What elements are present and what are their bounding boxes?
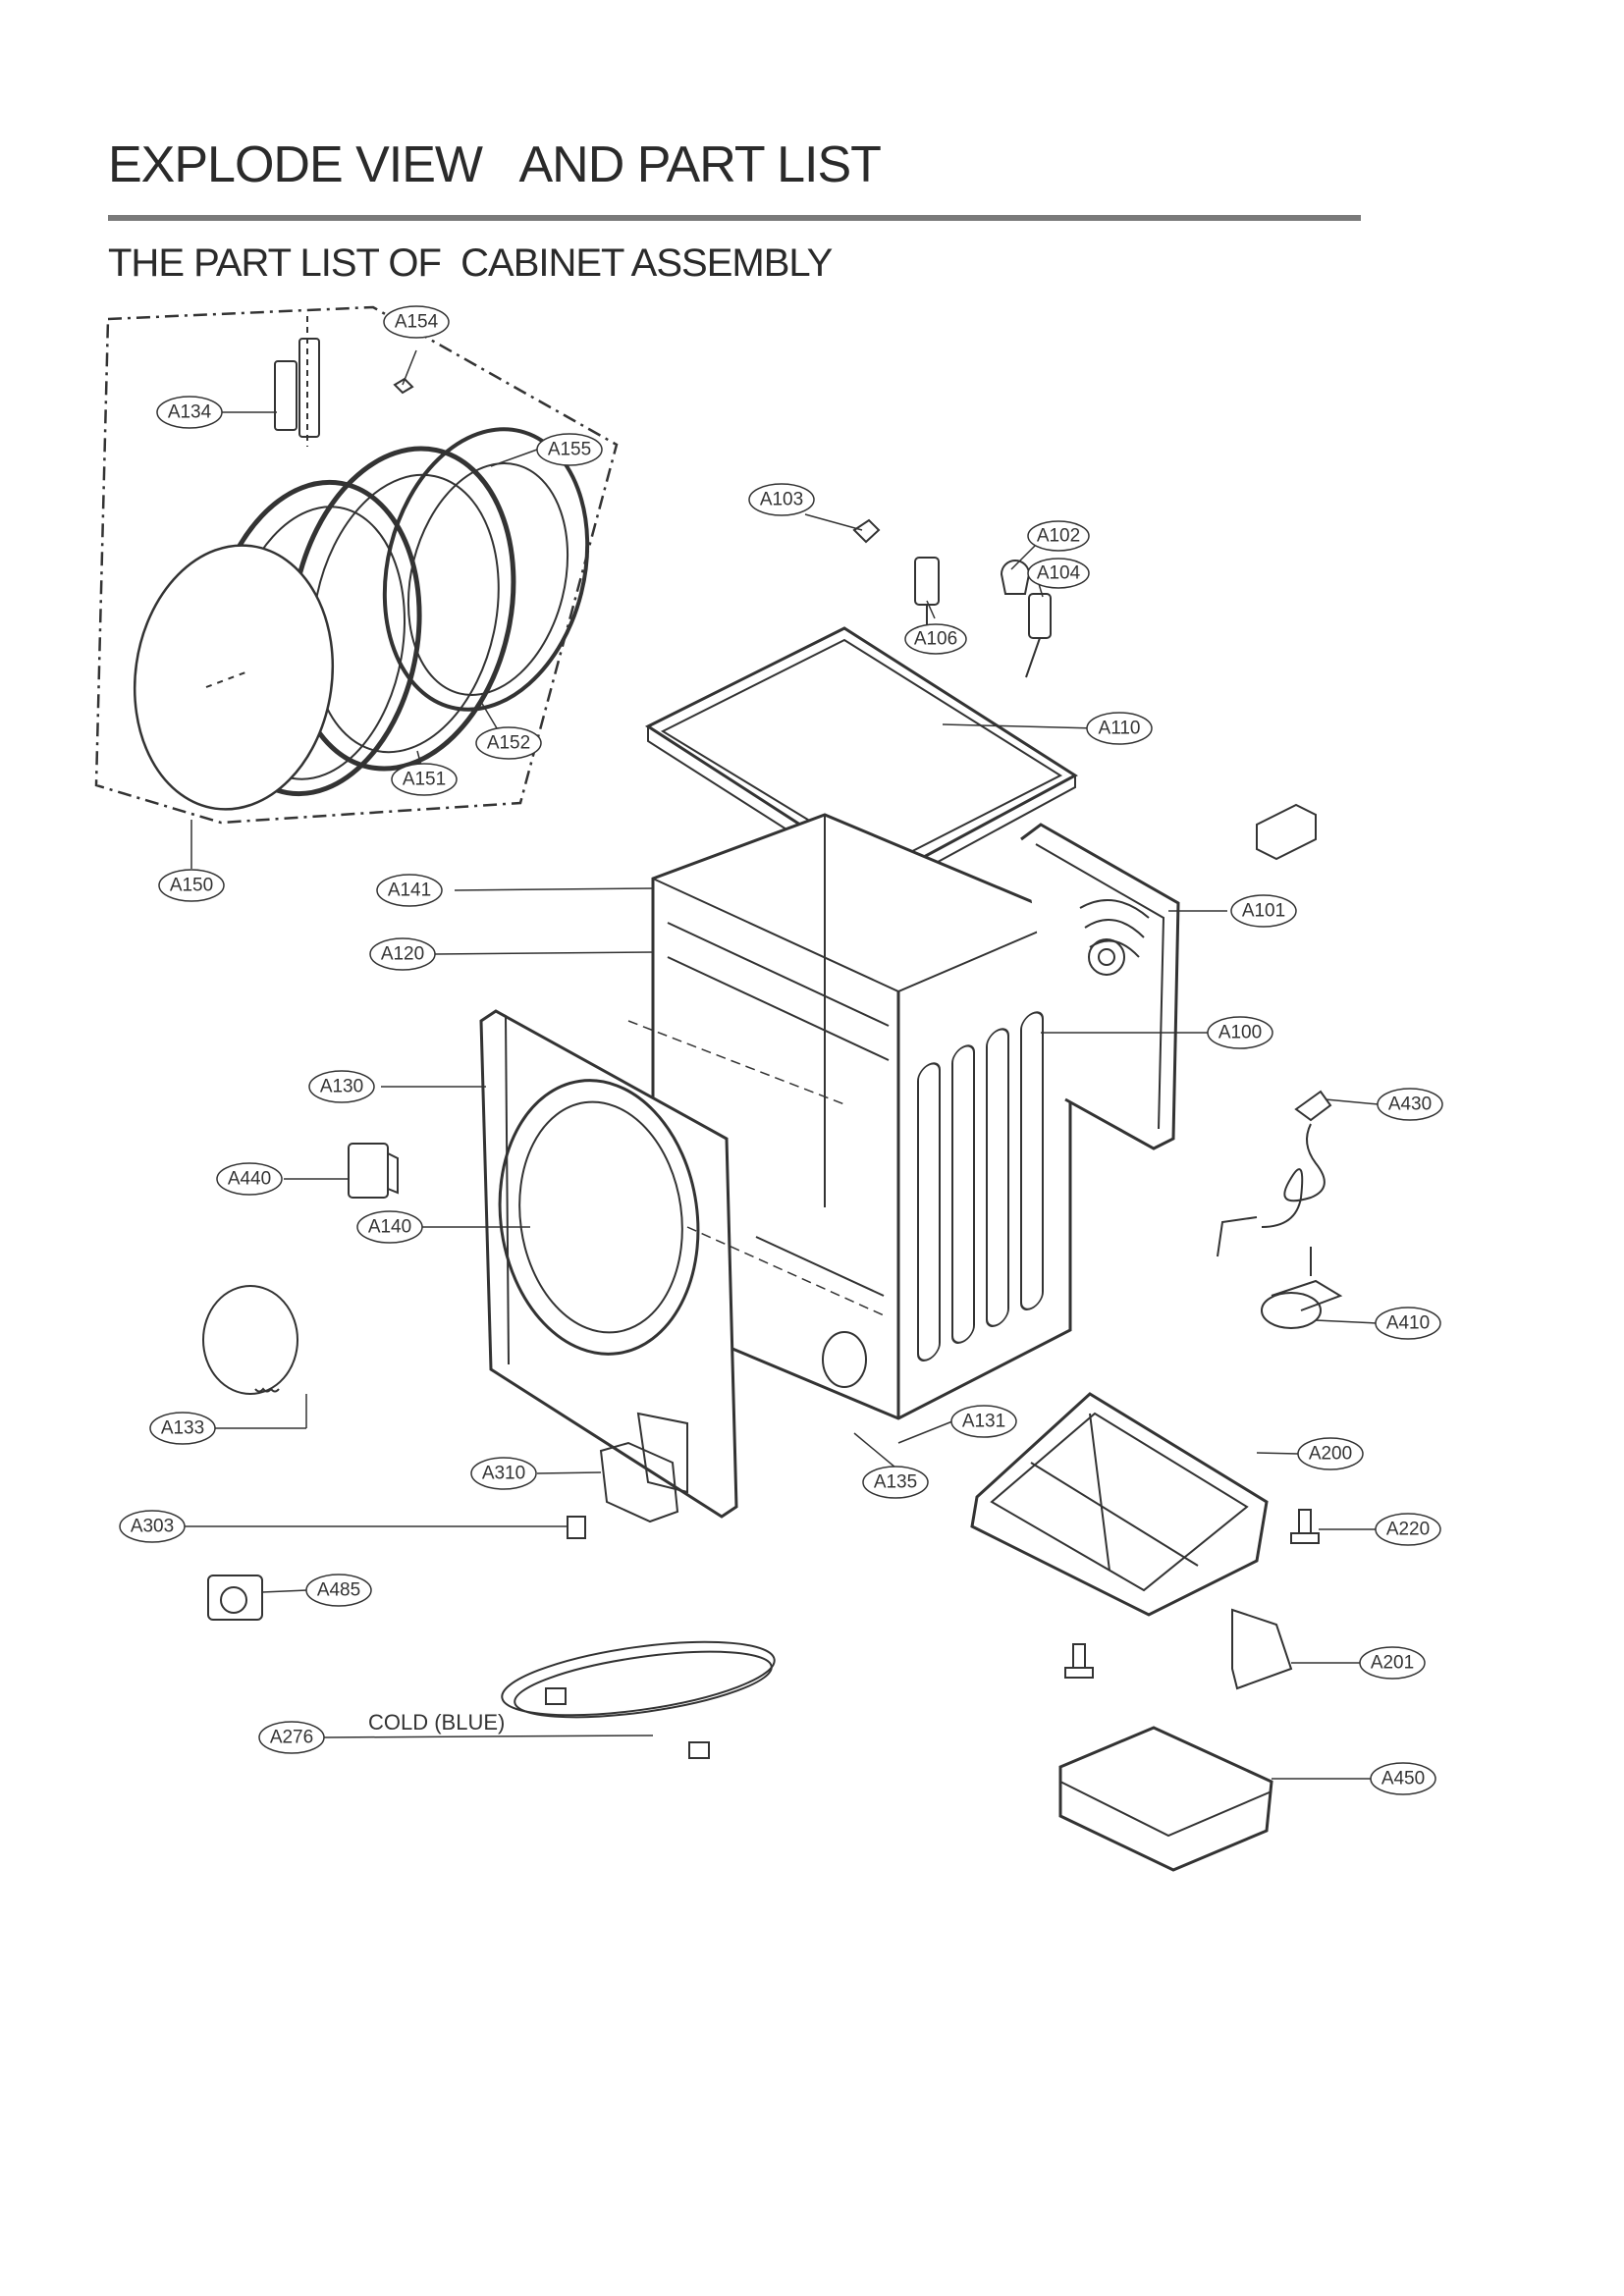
label-A430: A430 <box>1388 1095 1432 1115</box>
hose-note: COLD (BLUE) <box>368 1710 505 1735</box>
section-subtitle: THE PART LIST OF CABINET ASSEMBLY <box>108 241 833 285</box>
pressure-sensor <box>1261 1247 1343 1329</box>
title-divider <box>108 215 1361 221</box>
label-A303: A303 <box>131 1517 174 1537</box>
bracket-part <box>1256 803 1317 861</box>
label-A410: A410 <box>1386 1313 1430 1334</box>
label-A106: A106 <box>914 629 957 650</box>
base-frame <box>970 1392 1269 1617</box>
label-A110: A110 <box>1099 719 1141 739</box>
label-A485: A485 <box>317 1580 360 1601</box>
control-board <box>1058 1726 1273 1872</box>
label-A200: A200 <box>1309 1444 1352 1465</box>
label-A151: A151 <box>403 770 446 790</box>
page-title: EXPLODE VIEW AND PART LIST <box>108 136 882 193</box>
label-A101: A101 <box>1242 901 1285 922</box>
door-assembly-boundary <box>94 305 619 825</box>
label-A220: A220 <box>1386 1520 1430 1540</box>
label-A104: A104 <box>1037 563 1081 584</box>
label-A150: A150 <box>170 876 213 896</box>
label-A154: A154 <box>395 312 439 333</box>
label-A102: A102 <box>1037 526 1080 547</box>
label-A152: A152 <box>487 733 530 754</box>
label-A134: A134 <box>168 402 212 423</box>
front-panel <box>479 1009 738 1519</box>
label-A120: A120 <box>381 944 424 965</box>
label-A155: A155 <box>548 440 591 460</box>
clip-part <box>852 518 881 544</box>
label-A201: A201 <box>1371 1653 1414 1674</box>
door-lock-switch <box>348 1143 399 1199</box>
leveling-foot <box>1290 1509 1320 1544</box>
hinge-pin-part <box>393 377 414 395</box>
label-A131: A131 <box>962 1412 1005 1432</box>
label-A310: A310 <box>482 1464 525 1484</box>
motor-bracket <box>1231 1608 1293 1690</box>
label-A133: A133 <box>161 1418 204 1439</box>
drain-plug <box>567 1516 586 1539</box>
label-A450: A450 <box>1381 1769 1425 1789</box>
clamp-spring <box>202 1285 298 1395</box>
back-panel <box>1020 823 1180 1150</box>
filter-cover <box>599 1441 679 1523</box>
label-A140: A140 <box>368 1217 411 1238</box>
label-A103: A103 <box>760 490 803 510</box>
label-A135: A135 <box>874 1472 917 1493</box>
fan-unit <box>207 1575 263 1621</box>
label-A276: A276 <box>270 1728 313 1748</box>
cabinet-body <box>651 813 1072 1420</box>
label-A141: A141 <box>388 881 431 901</box>
power-cord <box>1217 1090 1332 1257</box>
label-A100: A100 <box>1218 1023 1262 1043</box>
door-hinge <box>274 316 320 447</box>
label-A130: A130 <box>320 1077 363 1097</box>
door-glass-gasket <box>382 427 590 712</box>
label-A440: A440 <box>228 1169 271 1190</box>
inlet-hose <box>501 1640 776 1759</box>
leveling-foot-2 <box>1064 1643 1094 1679</box>
